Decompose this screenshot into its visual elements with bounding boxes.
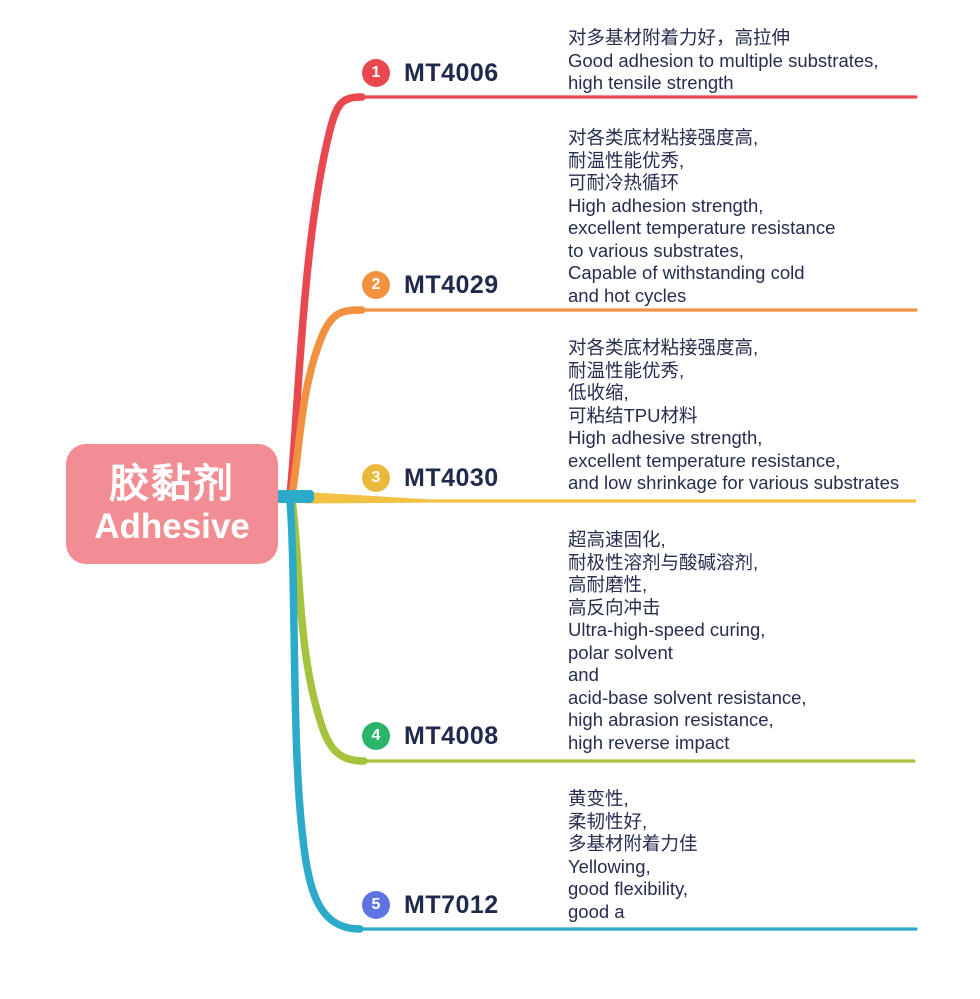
branch-description-line: and hot cycles	[568, 284, 687, 306]
branch-description-line: 对多基材附着力好，高拉伸	[568, 27, 791, 48]
branch-number-badge: 4	[362, 722, 390, 750]
branch-label: MT4006	[404, 58, 499, 87]
root-node-adhesive: 胶黏剂 Adhesive	[66, 444, 278, 564]
branch-header: 2 MT4029	[362, 269, 499, 301]
branch-label: MT7012	[404, 890, 499, 919]
root-title-zh: 胶黏剂	[109, 461, 235, 506]
branch-description-line: good flexibility,	[568, 878, 688, 899]
root-trunk-stub	[276, 490, 314, 503]
branch4-curve-connector	[288, 496, 368, 765]
branch-description-line: 多基材附着力佳	[568, 833, 698, 854]
branch-header: 3 MT4030	[362, 462, 499, 494]
root-title-en: Adhesive	[94, 506, 250, 546]
branch-description-line: High adhesion strength,	[568, 194, 764, 216]
branch3-underline	[306, 492, 916, 504]
branch-description-line: 可粘结TPU材料	[568, 404, 698, 426]
branch-number-badge: 5	[362, 891, 390, 919]
branch-number-badge: 3	[362, 464, 390, 492]
branch-description-line: 耐极性溶剂与酸碱溶剂,	[568, 551, 759, 573]
branch-description-line: 高反向冲击	[568, 596, 661, 618]
branch-header: 5 MT7012	[362, 889, 499, 921]
branch-description-line: acid-base solvent resistance,	[568, 686, 807, 708]
branch-number-badge: 1	[362, 59, 390, 87]
branch-description-line: good a	[568, 900, 625, 922]
branch-description-line: 低收缩,	[568, 382, 629, 403]
branch-description-line: high abrasion resistance,	[568, 709, 774, 730]
branch-header: 1 MT4006	[362, 57, 499, 89]
branch-number-badge: 2	[362, 271, 390, 299]
branch2-curve-connector	[288, 306, 366, 498]
branch-description-line: and	[568, 664, 599, 685]
branch-description-line: polar solvent	[568, 641, 673, 663]
branch-description-line: high tensile strength	[568, 72, 734, 93]
branch-description-line: and low shrinkage for various substrates	[568, 472, 900, 493]
branch-description-line: Yellowing,	[568, 855, 651, 877]
branch-description-line: 对各类底材粘接强度高,	[568, 127, 759, 148]
branch-description-line: 超高速固化,	[568, 529, 666, 550]
branch-description-line: Capable of withstanding cold	[568, 262, 805, 283]
branch-header: 4 MT4008	[362, 720, 499, 752]
branch-description-line: excellent temperature resistance	[568, 217, 836, 238]
branch5-curve-connector	[286, 496, 364, 933]
branch-description-line: high reverse impact	[568, 731, 730, 753]
branch-description-line: Ultra-high-speed curing,	[568, 619, 766, 640]
branch1-curve-connector	[286, 93, 366, 499]
branch-description-line: 黄变性,	[568, 788, 629, 809]
branch-description-line: Good adhesion to multiple substrates,	[568, 49, 879, 71]
branch-description-line: 对各类底材粘接强度高,	[568, 337, 759, 358]
branch-description-line: 柔韧性好,	[568, 810, 648, 832]
branch-description-line: 耐温性能优秀,	[568, 149, 685, 171]
branch-description-line: 耐温性能优秀,	[568, 359, 685, 381]
branch-description-line: 高耐磨性,	[568, 574, 648, 595]
branch-description-line: to various substrates,	[568, 239, 744, 261]
branch-description-line: excellent temperature resistance,	[568, 449, 841, 471]
branch-description-line: 可耐冷热循环	[568, 172, 680, 193]
branch-label: MT4008	[404, 721, 499, 750]
branch-label: MT4030	[404, 463, 499, 492]
branch-label: MT4029	[404, 270, 499, 299]
branch-description-line: High adhesive strength,	[568, 427, 763, 448]
